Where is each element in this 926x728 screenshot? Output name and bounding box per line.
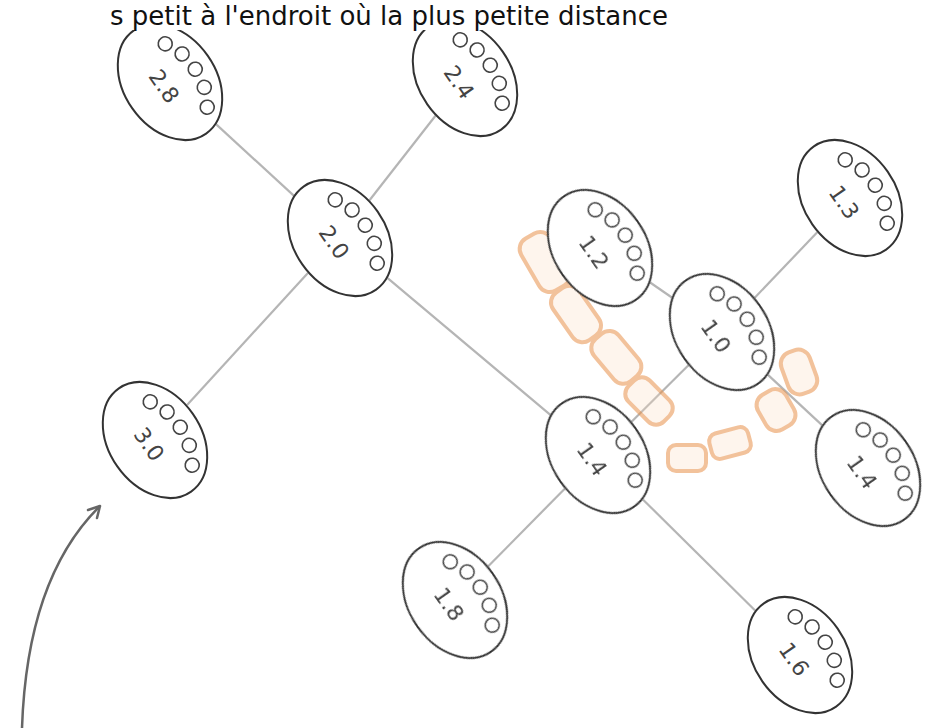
tree-link <box>216 124 294 195</box>
ellipse-node: 1.8 <box>378 519 531 681</box>
tree-link <box>650 283 672 298</box>
tree-link <box>488 489 564 567</box>
ellipse-node: 1.4 <box>791 387 926 549</box>
ellipse-node: 3.0 <box>78 359 231 521</box>
tree-link <box>187 273 308 405</box>
ellipse-node: 2.0 <box>263 157 416 319</box>
tree-link <box>643 499 755 610</box>
ellipse-node: 1.2 <box>523 167 676 329</box>
caption-fragment: s petit à l'endroit où la plus petite di… <box>110 2 668 30</box>
tree-link <box>755 232 817 297</box>
tree-link <box>388 278 551 415</box>
tree-link <box>370 116 436 200</box>
ellipse-node: 1.6 <box>723 574 876 728</box>
